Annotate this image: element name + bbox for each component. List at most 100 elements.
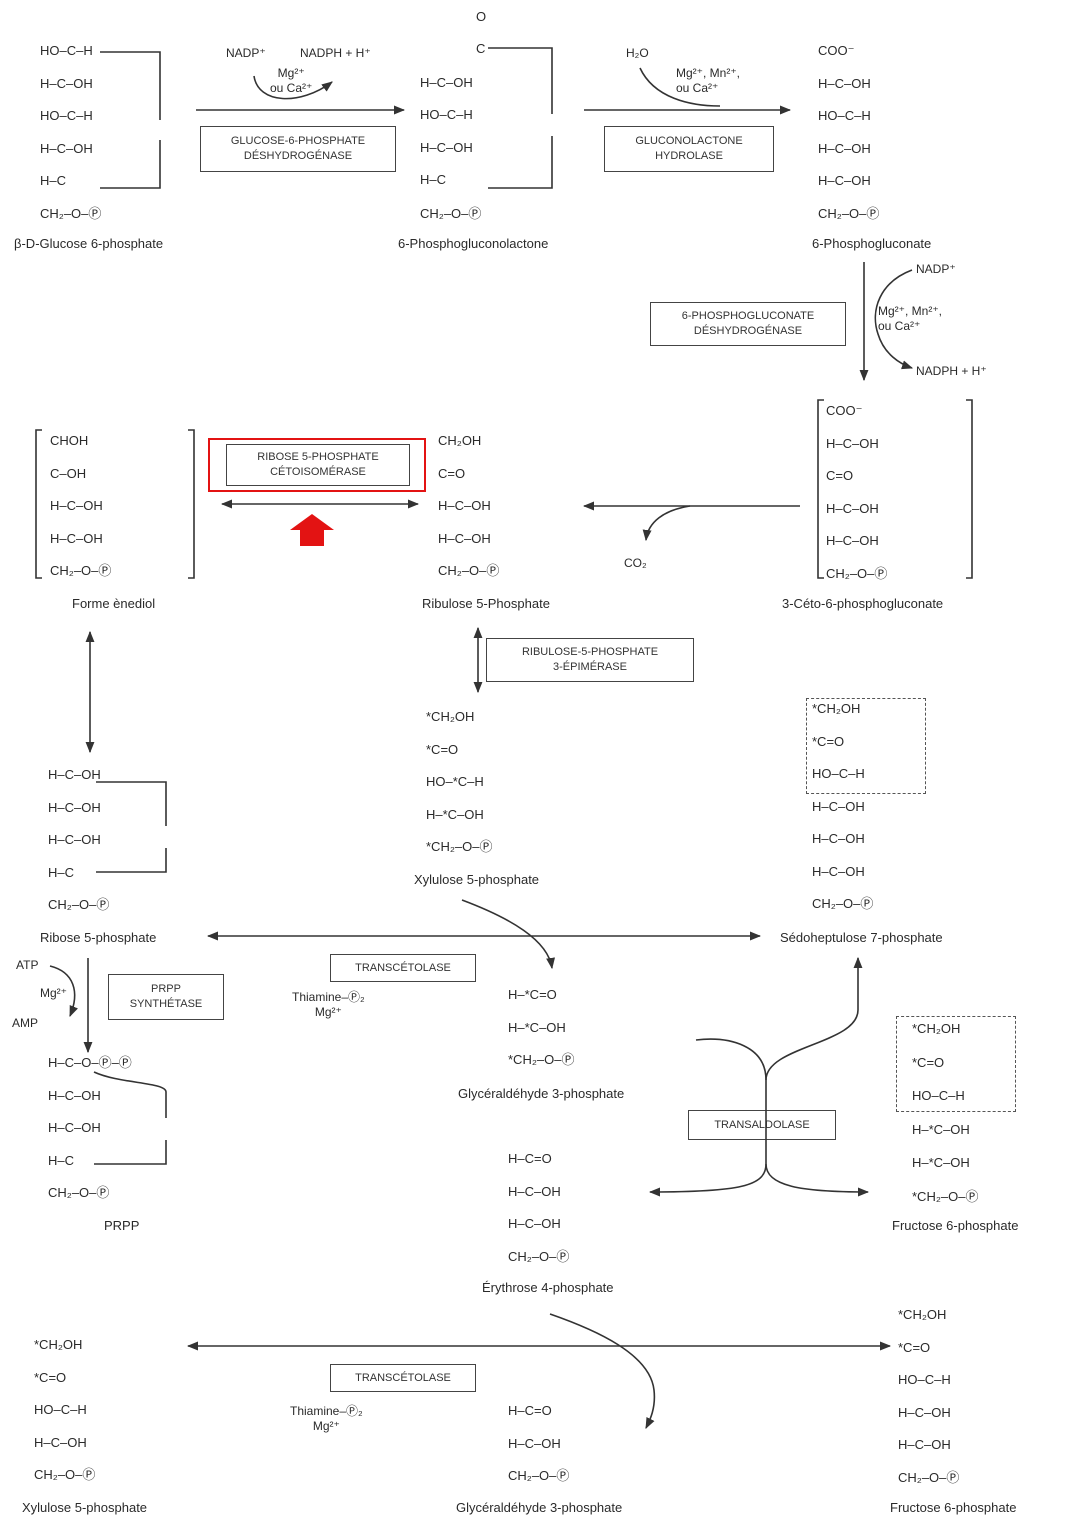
- structure-line: H–C: [420, 172, 447, 187]
- molecule-ribose5p-name: Ribose 5-phosphate: [40, 930, 157, 945]
- enzyme-ta-box: TRANSALDOLASE: [688, 1110, 836, 1140]
- enzyme-label-line: GLUCONOLACTONE: [635, 135, 743, 147]
- structure-line: CH₂OH: [438, 433, 482, 448]
- structure-line: *CH₂OH: [426, 709, 475, 724]
- molecule-phosphogluconate-name: 6-Phosphogluconate: [812, 236, 932, 251]
- structure-line: H–C–OH: [826, 435, 879, 451]
- molecule-prpp-name: PRPP: [104, 1218, 140, 1233]
- cofactor-mg1: Mg²⁺ ou Ca²⁺: [270, 66, 313, 95]
- enzyme-tk2-box: TRANSCÉTOLASE: [330, 1364, 476, 1392]
- molecule-f6p2-name: Fructose 6-phosphate: [890, 1500, 1017, 1515]
- structure-line: *CH₂OH: [812, 701, 861, 716]
- molecule-f6p1-name: Fructose 6-phosphate: [892, 1218, 1019, 1233]
- highlight-arrow: [290, 514, 334, 546]
- molecule-xylulose2-name: Xylulose 5-phosphate: [22, 1500, 148, 1515]
- structure-line: CH₂–O–Ⓟ: [40, 205, 102, 221]
- structure-line: HO–C–H: [818, 108, 871, 123]
- structure-line: *CH₂–O–Ⓟ: [508, 1052, 575, 1067]
- structure-line: H–C=O: [508, 1151, 552, 1166]
- structure-line: *C=O: [898, 1339, 931, 1355]
- structure-line: H–C–OH: [812, 831, 865, 846]
- structure-line: HO–C–H: [420, 107, 473, 122]
- cofactor-nadph2: NADPH + H⁺: [916, 364, 987, 378]
- cofactor-atp: ATP: [16, 958, 39, 972]
- structure-line: H–C–OH: [812, 798, 865, 814]
- enzyme-label-line: TRANSALDOLASE: [714, 1118, 810, 1131]
- molecule-xylulose-name: Xylulose 5-phosphate: [414, 872, 540, 887]
- structure-line: HO–C–H: [912, 1088, 965, 1103]
- cofactor-mg2: Mg²⁺, Mn²⁺, ou Ca²⁺: [676, 66, 741, 95]
- enzyme-label-line: RIBULOSE-5-PHOSPHATE: [521, 646, 659, 658]
- molecule-sedo-name: Sédoheptulose 7-phosphate: [780, 930, 943, 945]
- structure-line: H–C–OH: [420, 140, 473, 155]
- structure-line: H–C–OH: [812, 863, 865, 879]
- structure-line: HO–C–H: [898, 1372, 951, 1387]
- enzyme-label-line: GLUCOSE-6-PHOSPHATE: [230, 135, 366, 147]
- cofactor-h2o: H₂O: [626, 46, 649, 60]
- structure-line: HO–C–H: [40, 108, 93, 123]
- structure-line: *CH₂–O–Ⓟ: [426, 839, 493, 854]
- structure-line: HO–C–H: [34, 1402, 87, 1417]
- enzyme-label-line: TRANSCÉTOLASE: [355, 1371, 451, 1384]
- molecule-g3p2-name: Glycéraldéhyde 3-phosphate: [456, 1500, 623, 1515]
- enzyme-tk1-box: TRANSCÉTOLASE: [330, 954, 476, 982]
- structure-line: *C=O: [912, 1054, 945, 1070]
- enzyme-rpe-box: RIBULOSE-5-PHOSPHATE 3-ÉPIMÉRASE: [486, 638, 694, 682]
- structure-line: HO–*C–H: [426, 774, 484, 789]
- structure-line: CH₂–O–Ⓟ: [812, 896, 874, 911]
- cofactor-thiamine2: Thiamine–Ⓟ₂ Mg²⁺: [290, 1404, 363, 1433]
- structure-line: CH₂–O–Ⓟ: [826, 565, 888, 581]
- structure-line: H–C–OH: [898, 1437, 951, 1452]
- structure-line: CH₂–O–Ⓟ: [50, 563, 112, 578]
- cofactor-amp: AMP: [12, 1016, 39, 1030]
- structure-line: H–*C=O: [508, 987, 557, 1002]
- structure-line: *C=O: [34, 1369, 67, 1385]
- enzyme-label-line: 3-ÉPIMÉRASE: [553, 661, 627, 673]
- molecule-e4p-name: Érythrose 4-phosphate: [482, 1280, 614, 1295]
- structure-line: *CH₂OH: [34, 1337, 83, 1352]
- structure-line: C: [476, 41, 486, 56]
- structure-line: H–C=O: [508, 1403, 552, 1418]
- transferred-ketol-group-box: [896, 1016, 1016, 1112]
- structure-line: H–C–OH: [508, 1435, 561, 1451]
- structure-line: CH₂–O–Ⓟ: [34, 1467, 96, 1482]
- cofactor-thiamine1: Thiamine–Ⓟ₂ Mg²⁺: [292, 990, 365, 1019]
- cofactor-mg3: Mg²⁺, Mn²⁺, ou Ca²⁺: [878, 304, 943, 333]
- transferred-ketol-group-box: [806, 698, 926, 794]
- structure-line: H–*C–OH: [508, 1019, 566, 1035]
- molecule-enediol-name: Forme ènediol: [72, 596, 156, 611]
- structure-line: H–*C–OH: [426, 806, 484, 822]
- molecule-ceto-name: 3-Céto-6-phosphogluconate: [782, 596, 944, 611]
- cofactor-nadp2: NADP⁺: [916, 262, 956, 276]
- cofactor-nadph1: NADPH + H⁺: [300, 46, 371, 60]
- structure-line: C=O: [438, 465, 466, 481]
- structure-line: H–C–OH: [818, 173, 871, 188]
- structure-line: C=O: [826, 468, 854, 483]
- structure-line: H–C: [48, 1152, 75, 1168]
- structure-line: CH₂–O–Ⓟ: [508, 1248, 570, 1264]
- structure-line: H–*C–OH: [912, 1155, 970, 1170]
- highlight-box: [208, 438, 426, 492]
- structure-line: HO–C–H: [40, 43, 93, 58]
- structure-line: *C=O: [426, 741, 459, 757]
- cofactor-co2: CO₂: [624, 556, 647, 570]
- structure-line: COO⁻: [818, 43, 855, 58]
- structure-line: H–C: [40, 173, 67, 188]
- structure-line: CH₂–O–Ⓟ: [818, 205, 880, 221]
- structure-line: H–C–OH: [508, 1183, 561, 1199]
- structure-line: H–C–O–Ⓟ–Ⓟ: [48, 1055, 132, 1070]
- enzyme-label-line: TRANSCÉTOLASE: [355, 961, 451, 974]
- structure-line: H–C–OH: [818, 75, 871, 91]
- structure-line: *CH₂OH: [912, 1021, 961, 1036]
- enzyme-label-line: CÉTOISOMÉRASE: [270, 466, 366, 478]
- structure-line: *CH₂–O–Ⓟ: [912, 1188, 979, 1204]
- molecule-ribulose-name: Ribulose 5-Phosphate: [422, 596, 550, 611]
- structure-line: O: [476, 9, 487, 24]
- structure-line: H–C–OH: [40, 75, 93, 91]
- enzyme-label-line: DÉSHYDROGÉNASE: [243, 150, 353, 162]
- structure-line: H–C–OH: [48, 832, 101, 847]
